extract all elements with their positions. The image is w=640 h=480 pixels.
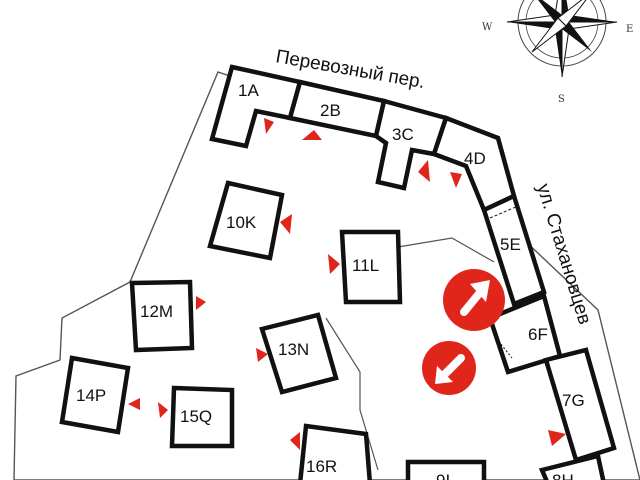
building-5E[interactable]: 5E [481, 192, 547, 307]
building-label: 10K [226, 213, 257, 232]
building-label: 12M [140, 302, 173, 321]
inner-path [391, 237, 495, 263]
building-label: 14P [76, 386, 106, 405]
building-16R[interactable]: 16R [298, 423, 372, 480]
building-12M[interactable]: 12M [129, 279, 195, 353]
entrance-marker [128, 398, 140, 410]
building-label: 13N [278, 340, 309, 359]
entrance-marker [548, 430, 566, 446]
building-2B[interactable]: 2B [287, 79, 387, 139]
arrow-down-left-circle-icon [422, 341, 476, 395]
entrance-marker [302, 130, 322, 140]
building-label: 2B [320, 101, 341, 120]
building-label: 1A [238, 81, 259, 100]
building-1A[interactable]: 1A [209, 64, 303, 149]
arrow-up-right-circle-icon [443, 269, 505, 331]
building-label: 8H [552, 471, 574, 480]
building-14P[interactable]: 14P [59, 355, 131, 435]
compass-east-label: E [626, 24, 633, 35]
entrance-marker [256, 348, 268, 362]
building-8H[interactable]: 8H [538, 453, 606, 480]
entrance-marker [158, 402, 168, 418]
inner-path-2 [325, 317, 379, 471]
entrance-marker [450, 172, 462, 188]
entrance-marker [290, 432, 300, 450]
building-15Q[interactable]: 15Q [169, 385, 235, 449]
building-3C[interactable]: 3C [373, 98, 449, 191]
building-label: 15Q [180, 407, 212, 426]
entrance-markers [128, 118, 566, 450]
compass-rose-icon: W E S [482, 0, 633, 105]
building-4D[interactable]: 4D [431, 115, 517, 214]
building-11L[interactable]: 11L [339, 229, 403, 305]
entrance-marker [418, 160, 430, 182]
entrance-marker [264, 118, 274, 134]
building-10K[interactable]: 10K [207, 180, 285, 261]
building-13N[interactable]: 13N [259, 312, 339, 395]
building-label: 3C [392, 125, 414, 144]
building-label: 9I [436, 471, 450, 480]
building-label: 4D [464, 149, 486, 168]
building-label: 16R [306, 457, 337, 476]
compass-south-label: S [558, 94, 565, 105]
building-label: 6F [528, 325, 548, 344]
entrance-marker [328, 254, 340, 274]
compass-west-label: W [482, 22, 493, 33]
building-label: 5E [500, 235, 521, 254]
building-7G[interactable]: 7G [543, 347, 617, 463]
building-label: 7G [562, 391, 585, 410]
entrance-marker [280, 214, 292, 234]
building-label: 11L [352, 256, 379, 275]
entrance-marker [196, 296, 206, 310]
building-9I[interactable]: 9I [405, 459, 487, 480]
